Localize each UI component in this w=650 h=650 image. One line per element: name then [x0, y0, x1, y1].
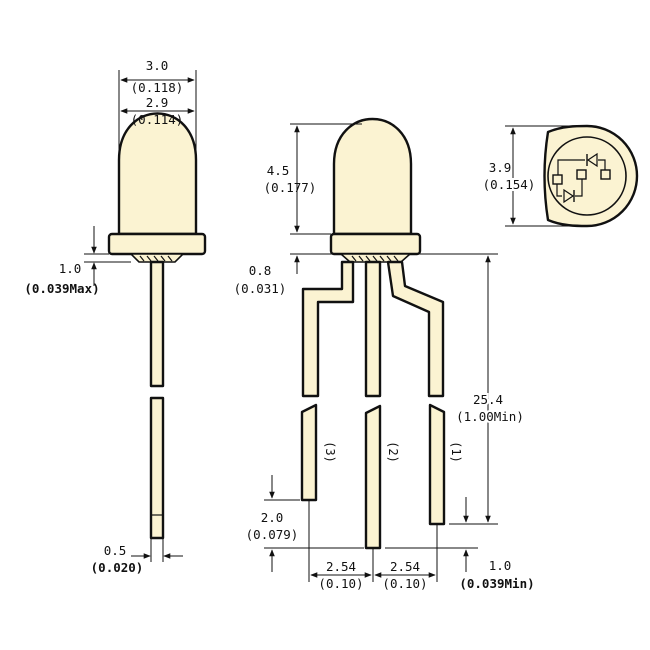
body-diameter-mm: 3.0 — [146, 58, 169, 73]
dim-lead-step: 2.0 (0.079) — [246, 475, 364, 572]
dim-flange-height: 1.0 (0.039Max) — [24, 226, 131, 296]
dome-diameter-in: (0.114) — [131, 112, 184, 127]
dome-diameter-mm: 2.9 — [146, 95, 169, 110]
lead-length-mm: 25.4 — [473, 392, 503, 407]
lead-3-upper — [301, 260, 355, 398]
lead-offset-in: (0.039Min) — [459, 576, 534, 591]
dim-standoff: 0.8 (0.031) — [234, 253, 341, 296]
dim-body-diameter: 3.0 (0.118) 2.9 (0.114) — [118, 58, 197, 158]
dim-pitch: 2.54 (0.10) 2.54 (0.10) — [308, 500, 438, 591]
lead-step-mm: 2.0 — [261, 510, 284, 525]
lead-3-lower — [300, 403, 318, 502]
flange-height-in: (0.039Max) — [24, 281, 99, 296]
diode-icon-top — [586, 152, 598, 168]
dim-lead-offset: 1.0 (0.039Min) — [385, 497, 535, 591]
dim-dome-height: 4.5 (0.177) — [264, 123, 362, 235]
standoff-in: (0.031) — [234, 281, 287, 296]
top-inner-ring — [547, 136, 627, 216]
top-diameter-mm: 3.9 — [489, 160, 512, 175]
front-flange — [329, 232, 422, 256]
side-lead-upper — [149, 260, 165, 388]
side-seal — [129, 253, 185, 263]
pitch-left-mm: 2.54 — [326, 559, 356, 574]
side-dome — [117, 112, 198, 236]
dome-height-mm: 4.5 — [267, 163, 290, 178]
lead-step-in: (0.079) — [246, 527, 299, 542]
dim-top-diameter: 3.9 (0.154) — [481, 125, 586, 227]
chip-center — [576, 169, 587, 180]
lead-width-mm: 0.5 — [104, 543, 127, 558]
side-seal-hatch — [139, 255, 173, 262]
lead-2-lower — [364, 404, 382, 550]
pin-label-1: (1) — [449, 441, 463, 463]
chip-right — [600, 169, 611, 180]
lead-offset-mm: 1.0 — [489, 558, 512, 573]
side-flange — [107, 232, 207, 256]
standoff-mm: 0.8 — [249, 263, 272, 278]
pitch-right-in: (0.10) — [382, 576, 427, 591]
pitch-left-in: (0.10) — [318, 576, 363, 591]
dim-lead-length: 25.4 (1.00Min) — [410, 253, 526, 525]
flange-height-mm: 1.0 — [59, 261, 82, 276]
dome-height-in: (0.177) — [264, 180, 317, 195]
body-diameter-in: (0.118) — [131, 80, 184, 95]
lead-1-upper — [386, 260, 445, 398]
front-view: (3) (2) (1) — [300, 117, 463, 550]
pitch-right-mm: 2.54 — [390, 559, 420, 574]
lead-2-upper — [364, 260, 382, 398]
side-lead-lower — [149, 396, 165, 540]
dim-lead-width: 0.5 (0.020) — [91, 538, 183, 575]
lead-width-in: (0.020) — [91, 560, 144, 575]
chip-left — [552, 174, 563, 185]
front-dome — [332, 117, 413, 236]
diode-icon-bottom — [563, 188, 575, 204]
lead-length-in: (1.00Min) — [456, 409, 524, 424]
top-diameter-in: (0.154) — [483, 177, 536, 192]
front-seal-hatch — [351, 255, 399, 262]
top-outline — [543, 124, 639, 228]
pin-label-2: (2) — [386, 441, 400, 463]
pin-label-3: (3) — [323, 441, 337, 463]
lead-1-lower — [428, 403, 446, 526]
top-view — [543, 124, 639, 228]
side-view — [107, 112, 207, 540]
